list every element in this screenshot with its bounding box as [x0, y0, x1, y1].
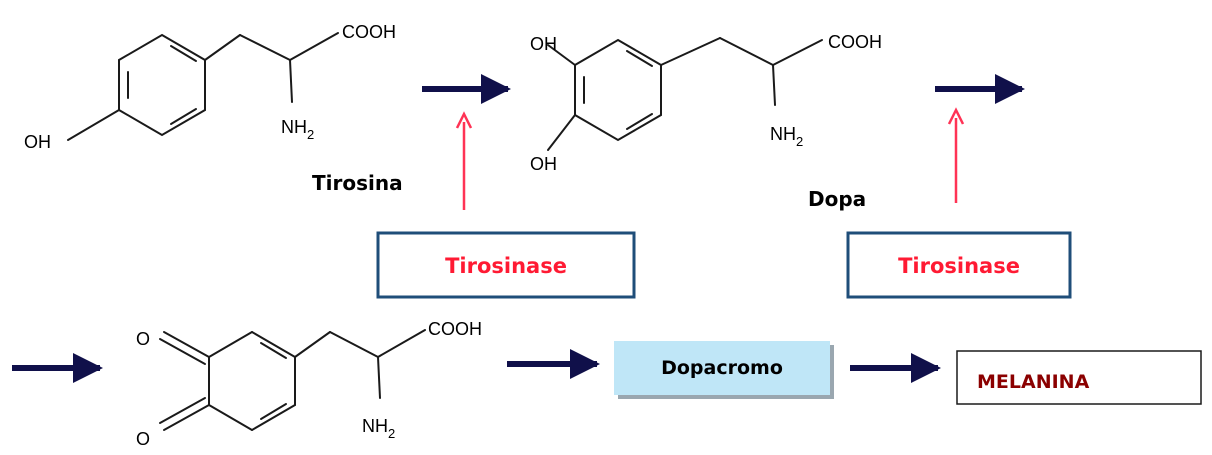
melanina-box: MELANINA: [956, 350, 1202, 405]
dopa-oh-bottom-label: OH: [530, 154, 557, 174]
dopa-name: Dopa: [808, 187, 866, 211]
enzyme-label-2: Tirosinase: [898, 254, 1020, 278]
tyrosine-molecule: [67, 32, 339, 141]
dopacromo-label: Dopacromo: [661, 357, 783, 379]
dopaquinone-cooh-label: COOH: [428, 319, 482, 339]
tyrosine-nh2-label: NH2: [281, 117, 314, 142]
dopa-nh2-label: NH2: [770, 124, 803, 149]
enzyme-box-2: Tirosinase: [846, 231, 1072, 299]
dopa-cooh-label: COOH: [828, 32, 882, 52]
dopacromo-box: Dopacromo: [614, 341, 834, 399]
tyrosine-cooh-label: COOH: [342, 22, 396, 42]
dopaquinone-o-bottom-label: O: [136, 429, 150, 449]
dopaquinone-molecule: [159, 329, 426, 431]
enzyme-arrow-1-head: [455, 111, 473, 129]
dopaquinone-o-top-label: O: [136, 329, 150, 349]
tyrosine-name: Tirosina: [312, 171, 403, 195]
dopaquinone-nh2-label: NH2: [362, 416, 395, 441]
enzyme-arrows: [455, 107, 965, 210]
enzyme-label-1: Tirosinase: [445, 254, 567, 278]
enzyme-box-1: Tirosinase: [376, 231, 636, 299]
dopa-oh-top-label: OH: [530, 34, 557, 54]
tyrosine-oh-label: OH: [24, 132, 51, 152]
dopa-molecule: [547, 37, 823, 151]
reaction-arrows: [12, 74, 1025, 383]
melanina-label: MELANINA: [977, 371, 1090, 393]
enzyme-arrow-2-head: [947, 107, 965, 125]
